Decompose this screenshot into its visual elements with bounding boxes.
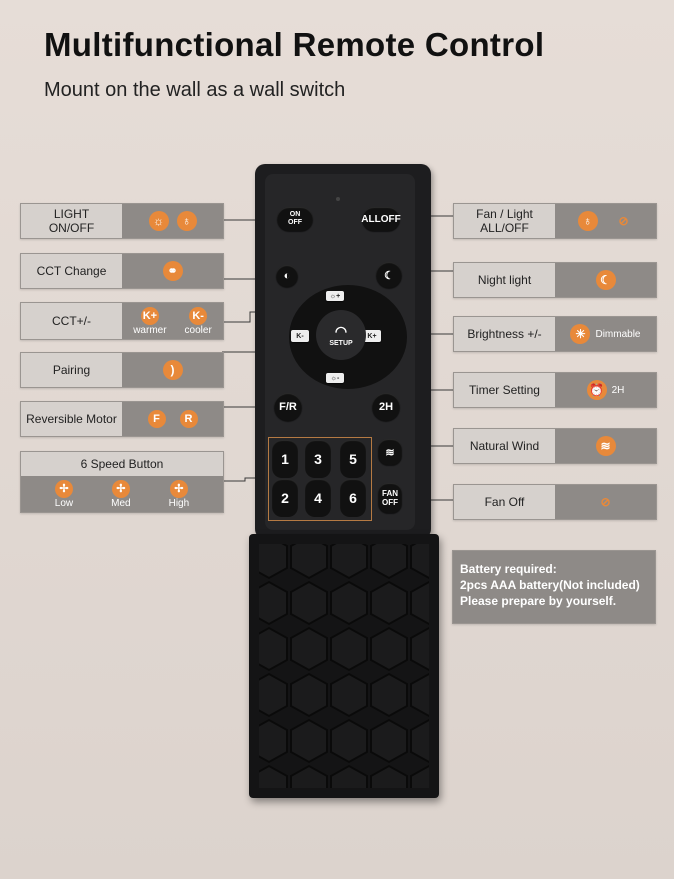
k-plus-icon: K+ [367,332,377,340]
reverse-icon: R [179,410,198,428]
cct-minus-button[interactable]: K- [291,330,309,342]
label-cct-change: CCT Change ⚭ [20,253,224,289]
cct-circles-icon: ⚭ [162,261,183,281]
light-onoff-button[interactable]: ON OFF [277,207,313,231]
speed-button-group [268,437,372,521]
sun-plus-icon: ☼+ [329,292,341,300]
label-fan-light-alloff: Fan / Light ALL/OFF ♁ ⊘ [453,203,657,239]
label-pairing: Pairing ) [20,352,224,388]
wifi-icon: ) [162,360,183,380]
speed-6-button[interactable]: 6 [340,479,366,517]
sun-minus-icon: ☼- [330,374,340,382]
brightness-down-button[interactable]: ☼- [326,373,344,383]
ir-led [336,197,340,201]
label-brightness: Brightness +/- ☀ Dimmable [453,316,657,352]
bulb-icon: ♁ [176,211,197,231]
k-minus-icon: K- [296,332,304,340]
speed-1-button[interactable]: 1 [272,440,298,478]
fan-med-icon: ✢ [111,480,130,499]
label-light-onoff: LIGHT ON/OFF ☼ ♁ [20,203,224,239]
fan-low-icon: ✢ [54,480,73,499]
night-light-button[interactable]: ☾ [376,262,402,288]
label-six-speed: 6 Speed Button ✢ Low ✢ Med ✢ High [20,451,224,513]
label-natural-wind: Natural Wind ≋ [453,428,657,464]
label-fan-off: Fan Off ⊘ [453,484,657,520]
fan-off-icon: ⊘ [600,495,611,509]
label-timer: Timer Setting ⏰ 2H [453,372,657,408]
battery-note: Battery required: 2pcs AAA battery(Not i… [452,550,656,624]
bulb-icon: ♁ [577,211,598,231]
label-night-light: Night light ☾ [453,262,657,298]
cct-icon: ◐ [283,270,291,282]
page-title: Multifunctional Remote Control [44,26,545,63]
reverse-motor-button[interactable]: F/R [274,393,302,421]
wall-holder [249,534,439,798]
speed-4-button[interactable]: 4 [305,479,331,517]
speed-2-button[interactable]: 2 [272,479,298,517]
wind-icon: ≋ [595,436,616,456]
label-reversible-motor: Reversible Motor F R [20,401,224,437]
wifi-icon: ◠ [334,323,348,339]
hexagon-pattern [259,544,429,788]
wind-icon: ≋ [385,446,395,459]
cct-change-button[interactable]: ◐ [276,265,298,287]
sun-icon: ☀ [570,324,591,344]
k-minus-icon: K- [189,307,208,326]
moon-icon: ☾ [595,270,616,290]
page-subtitle: Mount on the wall as a wall switch [44,79,346,101]
timer-2h-button[interactable]: 2H [372,393,400,421]
forward-icon: F [147,410,166,428]
alarm-clock-icon: ⏰ [586,380,607,400]
fan-off-button[interactable]: FAN OFF [378,483,402,513]
all-off-button[interactable]: ALLOFF [361,207,401,231]
label-cct-plus-minus: CCT+/- K+ warmer K- cooler [20,302,224,340]
setup-button[interactable]: ◠ SETUP [316,310,366,360]
brightness-up-button[interactable]: ☼+ [326,291,344,301]
fan-off-icon: ⊘ [618,214,629,228]
cct-plus-button[interactable]: K+ [363,330,381,342]
speed-3-button[interactable]: 3 [305,440,331,478]
moon-star-icon: ☾ [384,269,394,282]
bulb-on-icon: ☼ [148,211,169,231]
k-plus-icon: K+ [140,307,159,326]
natural-wind-button[interactable]: ≋ [378,439,402,465]
fan-high-icon: ✢ [169,480,188,499]
speed-5-button[interactable]: 5 [340,440,366,478]
